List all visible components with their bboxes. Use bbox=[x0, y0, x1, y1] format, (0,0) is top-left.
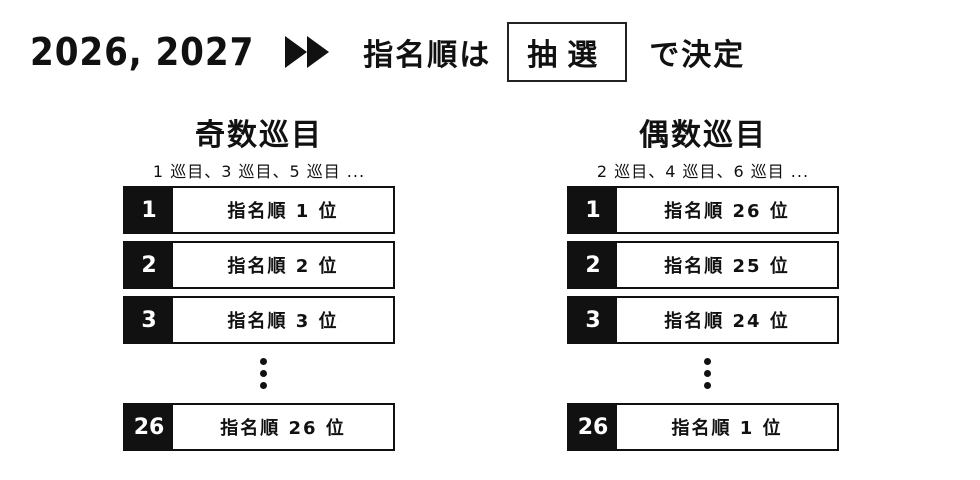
order-row: 1 指名順 1 位 bbox=[123, 186, 395, 234]
header-text-2: で決定 bbox=[649, 38, 746, 73]
order-row: 26 指名順 26 位 bbox=[123, 403, 395, 451]
odd-rounds-column: 奇数巡目 1 巡目、3 巡目、5 巡目 ... 1 指名順 1 位 2 指名順 2 … bbox=[123, 110, 395, 451]
order-row: 3 指名順 3 位 bbox=[123, 296, 395, 344]
years: 2026, 2027 bbox=[30, 30, 255, 74]
ellipsis-dots-icon bbox=[704, 358, 712, 389]
even-rounds-column: 偶数巡目 2 巡目、4 巡目、6 巡目 ... 1 指名順 26 位 2 指名順 2… bbox=[567, 110, 839, 451]
row-label: 指名順 3 位 bbox=[227, 311, 339, 332]
row-label: 指名順 26 位 bbox=[220, 418, 346, 439]
row-number: 1 bbox=[125, 188, 173, 232]
row-label: 指名順 1 位 bbox=[671, 418, 783, 439]
order-row: 2 指名順 2 位 bbox=[123, 241, 395, 289]
order-row: 1 指名順 26 位 bbox=[567, 186, 839, 234]
column-title: 偶数巡目 bbox=[639, 118, 767, 153]
row-label: 指名順 2 位 bbox=[227, 256, 339, 277]
row-number: 3 bbox=[569, 298, 617, 342]
row-number: 26 bbox=[569, 405, 617, 449]
header: 2026, 2027 指名順は 抽選 で決定 bbox=[30, 22, 746, 82]
row-number: 2 bbox=[569, 243, 617, 287]
order-row: 2 指名順 25 位 bbox=[567, 241, 839, 289]
header-text-1: 指名順は bbox=[363, 38, 492, 73]
double-arrow-icon bbox=[285, 36, 330, 68]
order-row: 26 指名順 1 位 bbox=[567, 403, 839, 451]
order-row: 3 指名順 24 位 bbox=[567, 296, 839, 344]
row-number: 26 bbox=[125, 405, 173, 449]
column-subtitle: 1 巡目、3 巡目、5 巡目 ... bbox=[152, 162, 366, 181]
boxed-keyword: 抽選 bbox=[507, 22, 628, 82]
row-number: 3 bbox=[125, 298, 173, 342]
column-title: 奇数巡目 bbox=[195, 118, 323, 153]
row-label: 指名順 26 位 bbox=[664, 201, 790, 222]
row-label: 指名順 24 位 bbox=[664, 311, 790, 332]
row-label: 指名順 25 位 bbox=[664, 256, 790, 277]
ellipsis-dots-icon bbox=[260, 358, 268, 389]
row-number: 1 bbox=[569, 188, 617, 232]
row-label: 指名順 1 位 bbox=[227, 201, 339, 222]
row-number: 2 bbox=[125, 243, 173, 287]
column-subtitle: 2 巡目、4 巡目、6 巡目 ... bbox=[596, 162, 810, 181]
